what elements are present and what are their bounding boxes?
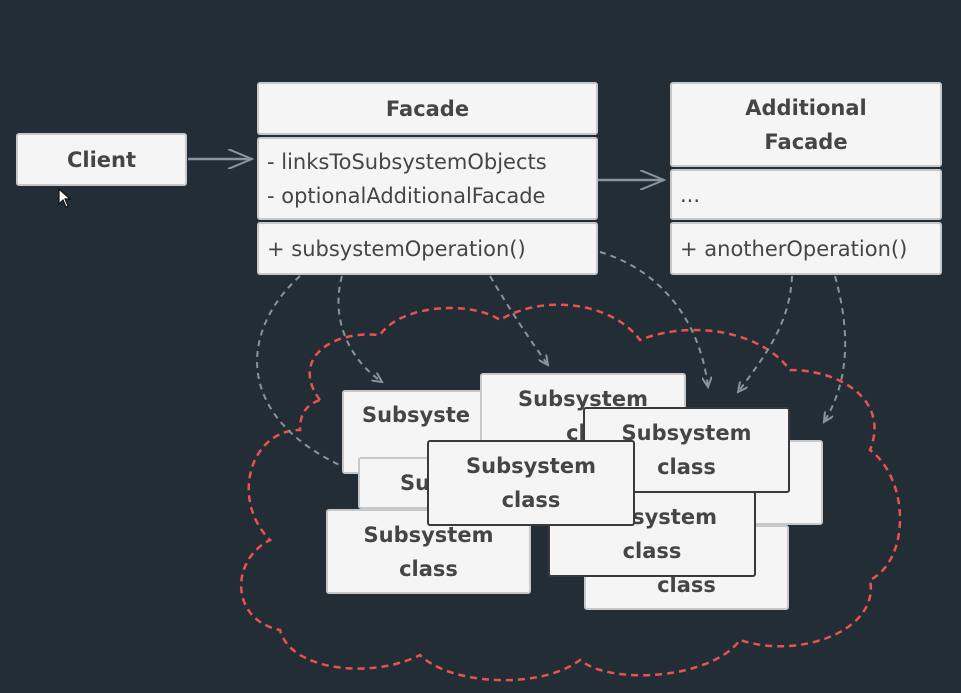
subsystem-class-label: Subsystem <box>363 522 494 547</box>
facade-field: - optionalAdditionalFacade <box>267 183 546 208</box>
subsystem-class-label: Subsystem <box>621 421 752 445</box>
subsystem-class-label: Subsyste <box>361 403 471 427</box>
facade-methods-box: + subsystemOperation() <box>257 222 598 275</box>
facade-title-box[interactable]: Facade <box>257 82 598 135</box>
additional-facade-fields: ... <box>680 182 701 207</box>
dependency-arrow <box>489 275 548 365</box>
mouse-cursor-icon <box>58 188 72 208</box>
subsystem-class-label: class <box>399 556 458 581</box>
subsystem-class-label: class <box>501 488 561 512</box>
subsystem-class-label: class <box>657 455 716 479</box>
dependency-arrow <box>824 275 847 422</box>
facade-method: + subsystemOperation() <box>267 236 526 261</box>
additional-facade-title-line1: Additional <box>745 95 867 120</box>
facade-fields-box: - linksToSubsystemObjects - optionalAddi… <box>257 137 598 220</box>
subsystem-class-label: Subsystem <box>466 454 596 478</box>
dependency-arrow <box>599 251 708 387</box>
dependency-arrow <box>738 275 793 392</box>
client-box[interactable]: Client <box>16 133 187 186</box>
client-label: Client <box>66 147 137 172</box>
subsystem-class-label: Subsystem <box>518 386 648 411</box>
subsystem-class-label: Su <box>400 471 431 495</box>
additional-facade-methods-box: + anotherOperation() <box>670 222 942 275</box>
additional-facade-fields-box: ... <box>670 169 942 220</box>
subsystem-cloud-outline <box>239 303 902 682</box>
dependency-arrow <box>256 275 355 472</box>
subsystem-class-box[interactable]: Subsystem class <box>427 440 635 526</box>
additional-facade-title-box[interactable]: Additional Facade <box>670 82 942 167</box>
additional-facade-method: + anotherOperation() <box>680 236 908 261</box>
dependency-arrows <box>256 251 847 472</box>
subsystem-class-label: class <box>622 539 682 563</box>
facade-title: Facade <box>385 96 470 121</box>
dependency-arrow <box>337 275 382 382</box>
additional-facade-title-line2: Facade <box>764 129 848 154</box>
facade-field: - linksToSubsystemObjects <box>267 149 547 174</box>
